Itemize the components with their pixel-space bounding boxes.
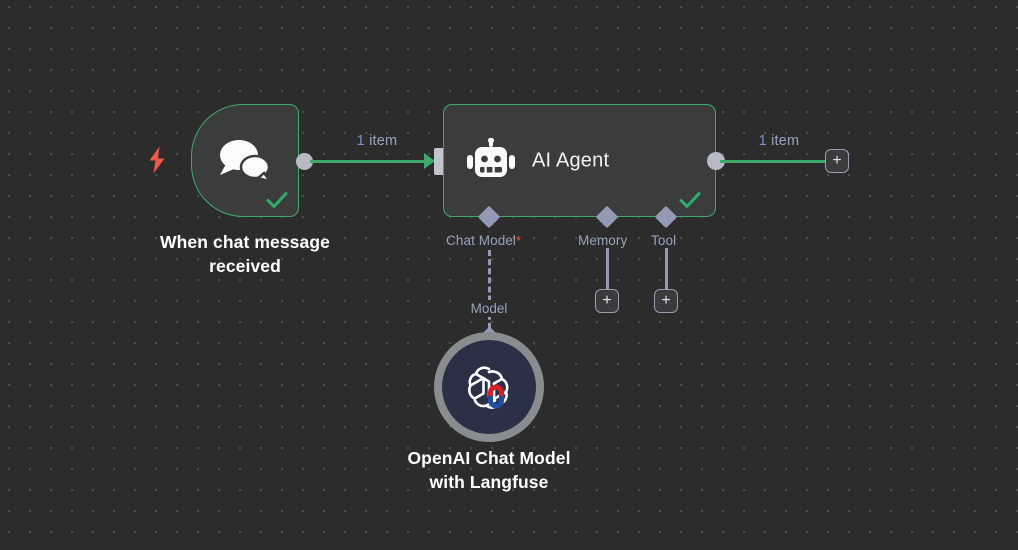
sub-input-label-chat-model: Chat Model* <box>446 233 521 248</box>
connection-label-items: 1 item <box>735 133 823 149</box>
sub-connection-label-model: Model <box>455 300 523 317</box>
model-node-inner <box>442 340 536 434</box>
connection-item-count: 1 <box>356 133 365 149</box>
robot-icon <box>465 137 517 184</box>
node-when-chat-message-received[interactable] <box>191 104 299 217</box>
agent-input-port[interactable] <box>434 148 445 175</box>
connection-item-unit: item <box>771 133 800 149</box>
check-icon <box>264 187 290 213</box>
check-icon <box>677 187 703 213</box>
connection-label-items: 1 item <box>333 133 421 149</box>
sub-connection-chat-model[interactable] <box>487 250 491 338</box>
add-node-button-memory[interactable]: + <box>595 289 619 313</box>
sub-input-label-memory: Memory <box>578 233 628 248</box>
lightning-bolt-icon <box>146 146 168 174</box>
connection-item-unit: item <box>369 133 398 149</box>
sub-connection-tool[interactable] <box>664 248 668 291</box>
node-label-openai-model: OpenAI Chat Model with Langfuse <box>407 448 571 492</box>
connection-agent-to-next[interactable] <box>720 159 825 163</box>
add-node-button-main[interactable]: + <box>825 149 849 173</box>
chat-bubbles-icon <box>214 136 276 184</box>
sub-input-text: Chat Model <box>446 233 517 248</box>
add-node-button-tool[interactable]: + <box>654 289 678 313</box>
sub-connection-memory[interactable] <box>605 248 609 291</box>
node-ai-agent[interactable]: AI Agent <box>443 104 716 217</box>
connection-item-count: 1 <box>758 133 767 149</box>
agent-output-port[interactable] <box>707 152 725 170</box>
node-label-trigger: When chat message received <box>160 232 330 276</box>
langfuse-magnet-icon <box>488 384 504 409</box>
node-title-ai-agent: AI Agent <box>532 149 610 171</box>
connection-arrow-icon <box>424 153 435 169</box>
sub-input-label-tool: Tool <box>651 233 677 248</box>
openai-logo-icon <box>463 361 515 413</box>
node-openai-chat-model[interactable] <box>434 332 544 442</box>
required-marker: * <box>516 233 522 248</box>
trigger-output-port[interactable] <box>296 153 313 170</box>
connection-trigger-to-agent[interactable] <box>310 159 432 163</box>
